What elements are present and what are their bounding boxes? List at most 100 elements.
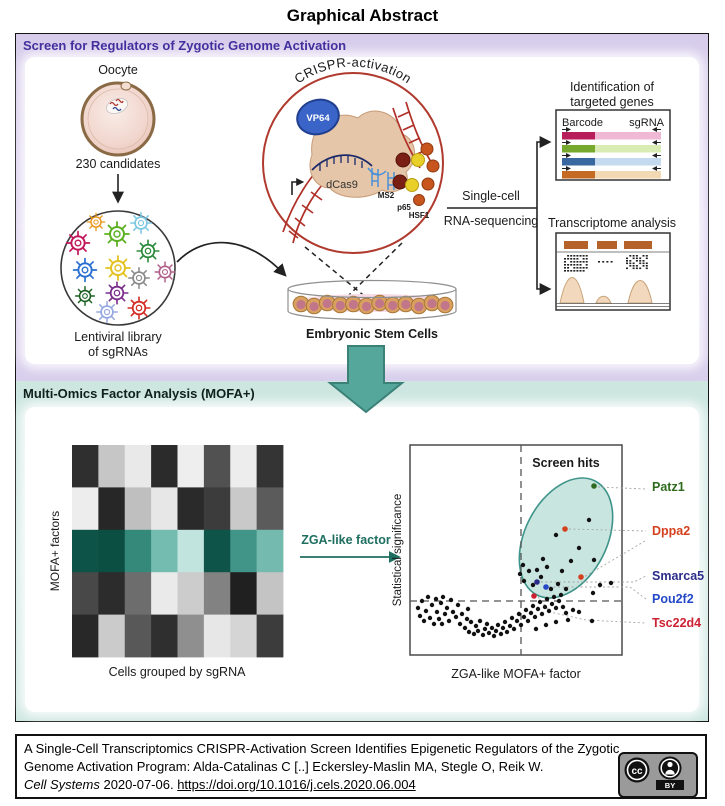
scatter-point bbox=[516, 611, 522, 617]
scatter-point bbox=[482, 626, 488, 632]
scatter-point bbox=[543, 622, 549, 628]
library-to-cells-arrow bbox=[176, 241, 287, 277]
heatmap-cell bbox=[72, 572, 99, 615]
scatter-point bbox=[473, 623, 479, 629]
heatmap-cell bbox=[151, 487, 178, 531]
scatter-point bbox=[568, 558, 574, 564]
scatter-point bbox=[434, 609, 440, 615]
library-label-2: of sgRNAs bbox=[88, 345, 148, 359]
scatter-point bbox=[559, 568, 565, 574]
esc-label: Embryonic Stem Cells bbox=[306, 327, 438, 341]
heatmap-cell bbox=[72, 487, 99, 531]
heatmap-cell bbox=[151, 572, 178, 615]
barcode-bar bbox=[562, 132, 595, 140]
heatmap-cell bbox=[98, 572, 126, 615]
scrnaseq-label-1: Single-cell bbox=[462, 189, 520, 203]
petri-dish-illustration: Embryonic Stem Cells bbox=[287, 279, 457, 341]
heatmap-cell bbox=[98, 487, 126, 531]
hit-label-tsc22d4: Tsc22d4 bbox=[652, 616, 701, 630]
scatter-point bbox=[520, 562, 526, 568]
scatter-point bbox=[486, 630, 492, 636]
stem-cell-icon bbox=[305, 297, 323, 315]
heatmap-ylabel: MOFA+ factors bbox=[48, 511, 62, 591]
cc-icon: cc bbox=[624, 757, 650, 783]
scatter-point bbox=[453, 614, 459, 620]
panel-screen-header: Screen for Regulators of Zygotic Genome … bbox=[23, 38, 347, 53]
p65-label: p65 bbox=[397, 203, 411, 212]
scatter-point bbox=[502, 619, 508, 625]
oocyte-illustration: Oocyte 230 candidates bbox=[76, 63, 160, 204]
scatter-point bbox=[576, 545, 582, 551]
scatter-point bbox=[419, 598, 425, 604]
hit-point-patz1 bbox=[591, 483, 597, 489]
scatter-point bbox=[535, 606, 541, 612]
heatmap-cell bbox=[151, 614, 178, 658]
identification-title-2: targeted genes bbox=[570, 95, 653, 109]
scatter-point bbox=[438, 600, 444, 606]
stem-cell-icon bbox=[436, 296, 454, 314]
heatmap-cell bbox=[256, 614, 284, 658]
scatter-point bbox=[462, 625, 468, 631]
scatter-point bbox=[590, 590, 596, 596]
citation-line-1: A Single-Cell Transcriptomics CRISPR-Act… bbox=[24, 741, 620, 756]
scatter-point bbox=[532, 614, 538, 620]
heatmap-cell bbox=[151, 529, 178, 573]
scatter-point bbox=[446, 618, 452, 624]
scatter-point bbox=[464, 616, 470, 622]
scatter-point bbox=[417, 613, 423, 619]
heatmap-cell bbox=[72, 529, 99, 573]
scatter-point bbox=[570, 607, 576, 613]
guide-rna-icon bbox=[311, 154, 373, 171]
scatter-point bbox=[471, 631, 477, 637]
leader-line bbox=[568, 528, 647, 532]
heatmap-cell bbox=[230, 445, 258, 488]
heatmap-cell bbox=[98, 529, 126, 573]
stem-cell-icon bbox=[292, 295, 310, 313]
scatter-point bbox=[542, 604, 548, 610]
scatter-point bbox=[450, 609, 456, 615]
scatter-point bbox=[576, 609, 582, 615]
track-segment bbox=[597, 241, 617, 249]
scatter-point bbox=[546, 608, 552, 614]
scatter-point bbox=[555, 581, 561, 587]
scatter-point bbox=[495, 622, 501, 628]
scatter-point bbox=[429, 602, 435, 608]
scatter-point bbox=[551, 594, 557, 600]
citation-line-3: Cell Systems 2020-07-06. https://doi.org… bbox=[24, 776, 705, 794]
hit-point-dppa2 bbox=[562, 526, 568, 532]
scatter-point bbox=[493, 628, 499, 634]
leader-line bbox=[583, 540, 646, 578]
scatter-point bbox=[528, 610, 534, 616]
doi-link[interactable]: https://doi.org/10.1016/j.cels.2020.06.0… bbox=[177, 777, 416, 792]
screen-hits-ellipse bbox=[518, 477, 614, 599]
scatter-point bbox=[525, 618, 531, 624]
scatter-point bbox=[457, 621, 463, 627]
heatmap-cell bbox=[256, 487, 284, 531]
oocyte-label: Oocyte bbox=[98, 63, 138, 77]
stem-cell-icon bbox=[345, 295, 362, 313]
polar-body-icon bbox=[120, 81, 132, 91]
scatter-point bbox=[549, 601, 555, 607]
cc-by-badge: cc BY bbox=[618, 752, 698, 798]
heatmap-cell bbox=[124, 445, 152, 488]
scatter-point bbox=[489, 625, 495, 631]
crispr-to-dish-line-left bbox=[304, 246, 369, 300]
scatter-point bbox=[558, 592, 564, 598]
crispr-to-dish-line-right bbox=[344, 242, 403, 300]
by-label: BY bbox=[665, 781, 675, 790]
heatmap-cell bbox=[98, 614, 126, 658]
scatter-point bbox=[465, 606, 471, 612]
lentiviral-library-illustration: Lentiviral library of sgRNAs bbox=[60, 210, 287, 359]
scatter-point bbox=[421, 618, 427, 624]
sgrna-bar bbox=[595, 171, 661, 179]
heatmap-cell bbox=[230, 487, 258, 531]
heatmap-cell bbox=[203, 529, 231, 573]
sgrna-bar bbox=[595, 145, 661, 153]
heatmap-cell bbox=[151, 445, 178, 488]
scatter-point bbox=[425, 594, 431, 600]
identification-title-1: Identification of bbox=[570, 80, 655, 94]
heatmap-cell bbox=[203, 445, 231, 488]
scatter-point bbox=[530, 582, 536, 588]
